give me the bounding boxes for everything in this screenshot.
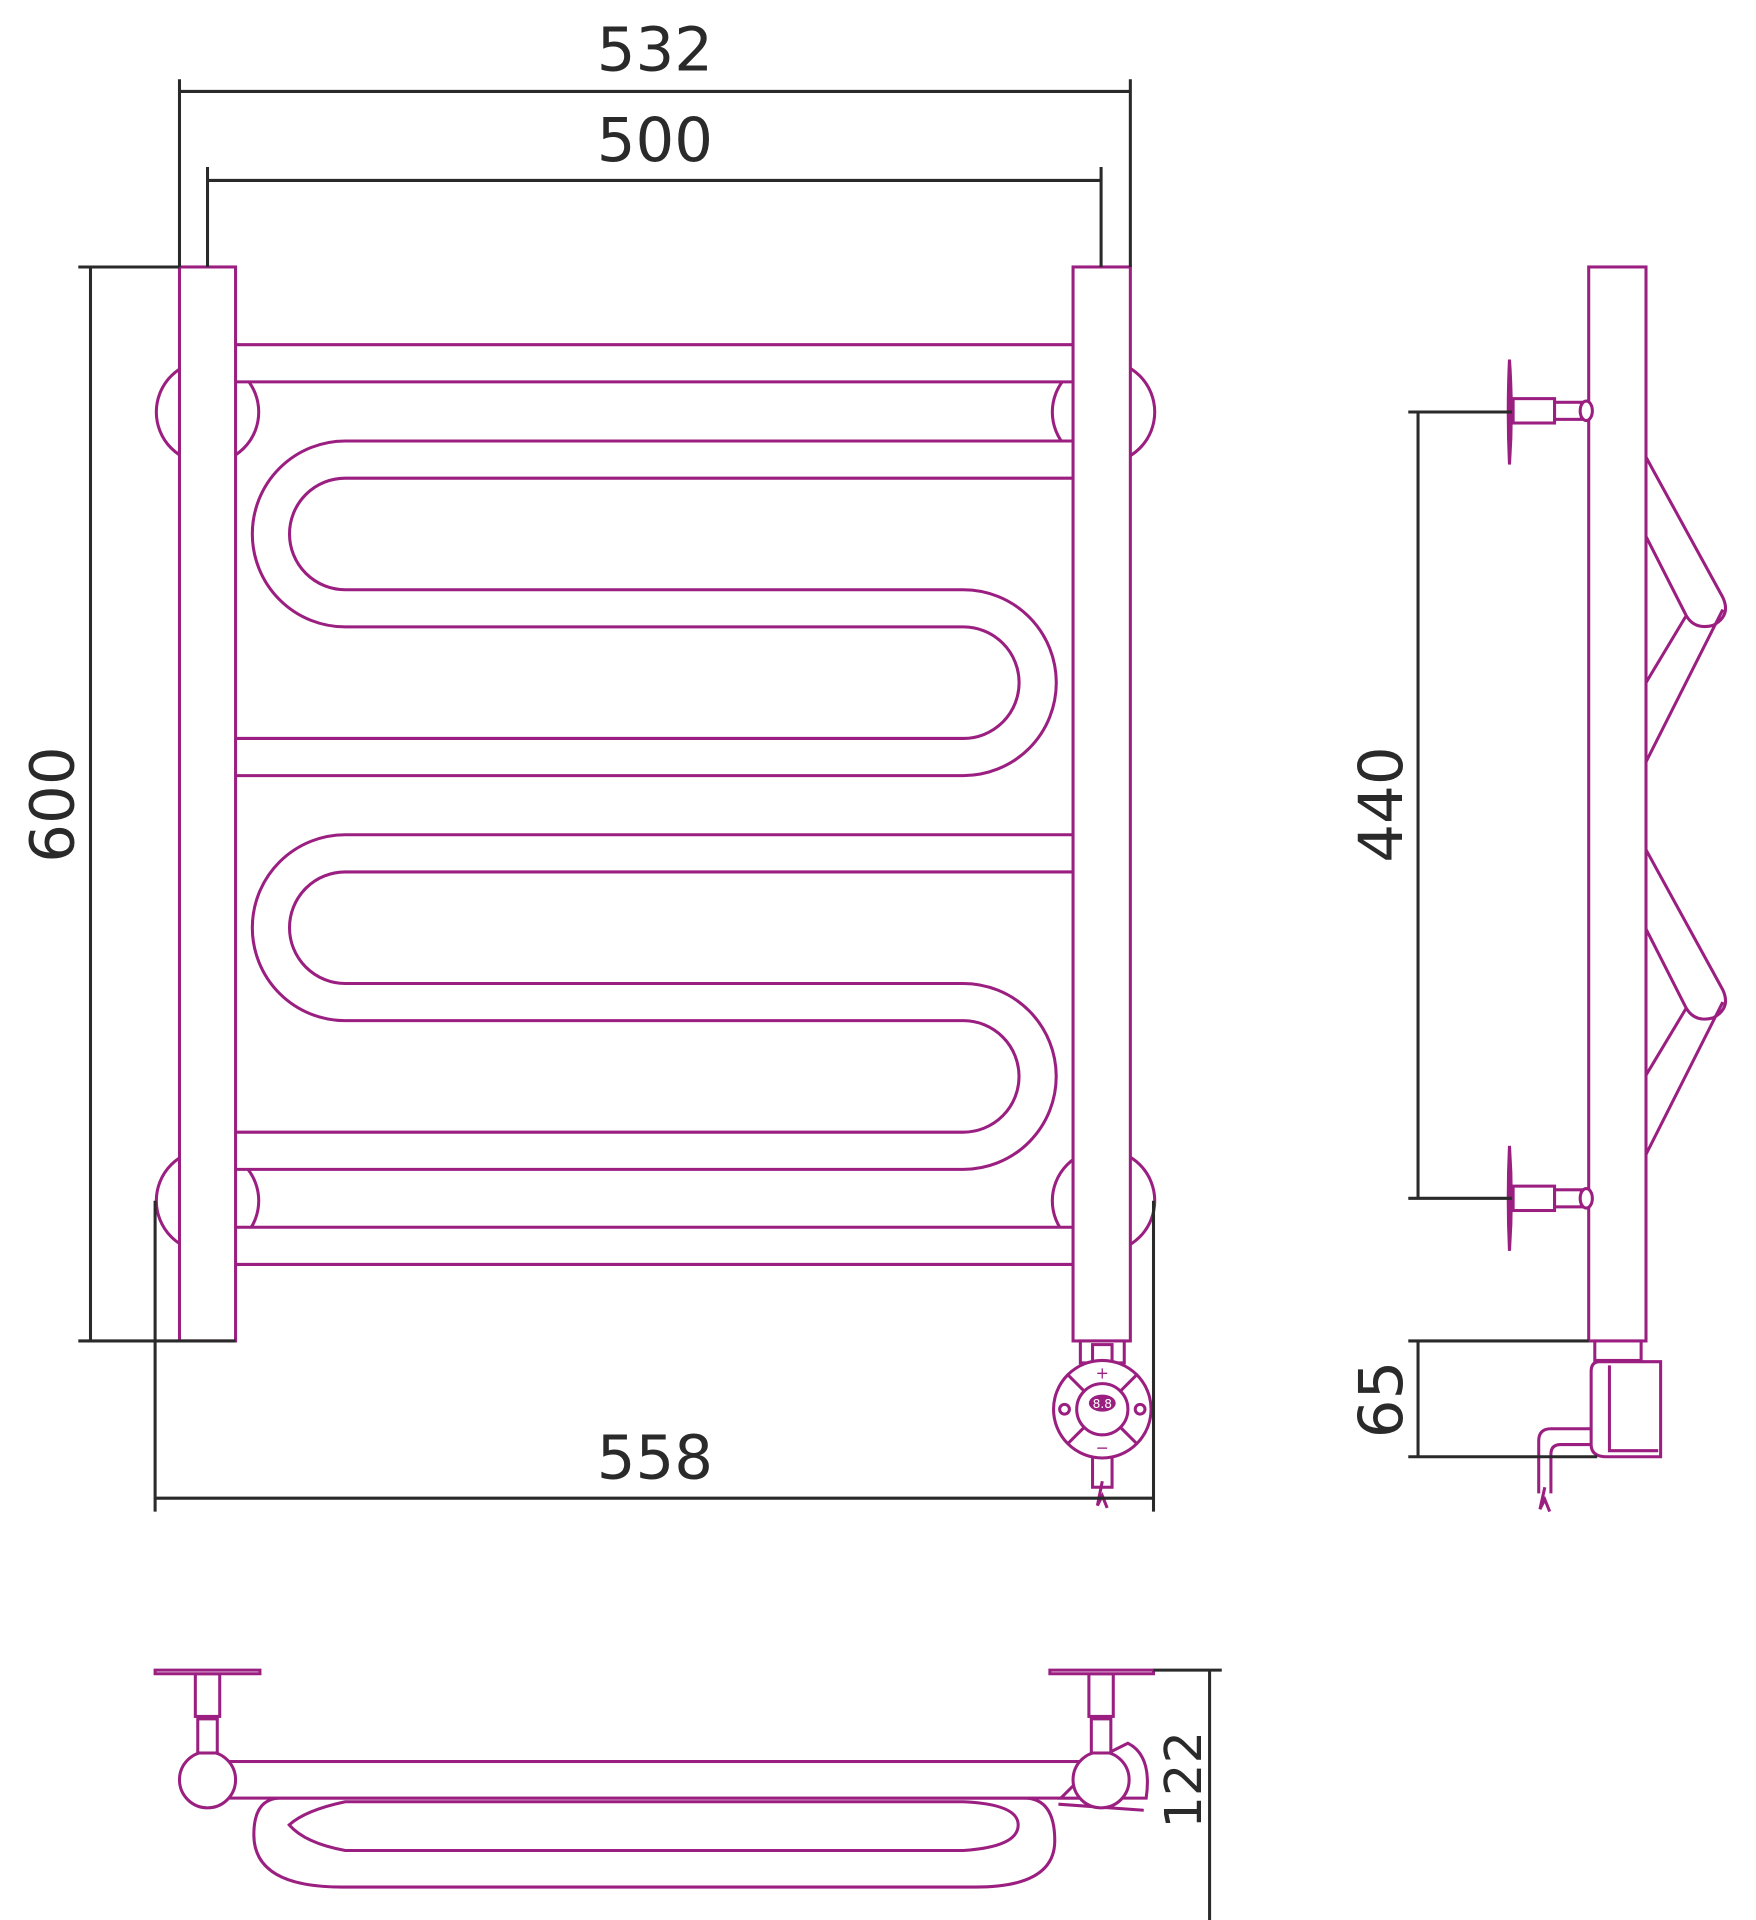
- top-dimensions: 122: [1153, 1668, 1222, 1920]
- controller-display: 8.8: [1093, 1397, 1112, 1411]
- timer-icon: [1133, 1402, 1147, 1416]
- side-post: [1587, 265, 1648, 1343]
- side-dimensions: 440 65: [1346, 410, 1598, 1459]
- dim-440: 440: [1346, 746, 1417, 862]
- right-post: [1071, 265, 1132, 1343]
- dim-65: 65: [1346, 1361, 1417, 1439]
- side-view: [1506, 265, 1727, 1513]
- front-dimensions: 532 500 600 558: [17, 15, 1156, 1512]
- side-controller: [1537, 1339, 1663, 1513]
- dim-122: 122: [1154, 1731, 1214, 1829]
- straight-bars: [215, 343, 1094, 1266]
- controller-plus-button: +: [1096, 1364, 1109, 1383]
- dim-500: 500: [597, 105, 713, 176]
- side-brackets: [1506, 359, 1594, 1251]
- controller-minus-button: −: [1096, 1438, 1109, 1457]
- front-view: 8.8 + −: [154, 265, 1157, 1509]
- dim-558: 558: [597, 1423, 713, 1494]
- power-icon: [1058, 1402, 1071, 1416]
- serpentine-bars: [215, 439, 1094, 1171]
- heating-controller: 8.8 + −: [1052, 1339, 1153, 1509]
- dim-532: 532: [597, 15, 713, 86]
- dim-600: 600: [17, 746, 88, 862]
- left-post: [177, 265, 238, 1343]
- top-view: [153, 1668, 1156, 1889]
